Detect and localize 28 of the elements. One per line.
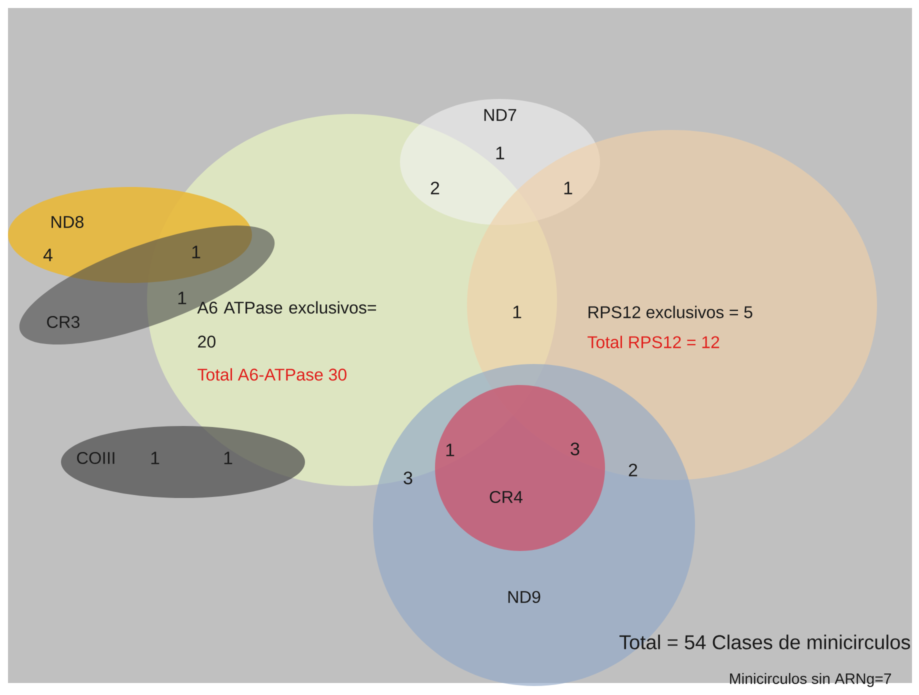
set-label: CR3 — [47, 316, 80, 328]
note-text: Minicirculos sin ARNg=7 — [730, 673, 891, 687]
count-label: 2 — [430, 182, 440, 194]
count-label: 1 — [564, 182, 572, 194]
set-label: ND7 — [484, 109, 516, 121]
set-label: A6 ATPase exclusivos= 20 — [197, 301, 376, 348]
count-label: 1 — [151, 452, 160, 464]
set-label: ND8 — [52, 216, 84, 228]
set-label: ND9 — [508, 590, 540, 604]
count-label: 3 — [570, 442, 580, 456]
venn-ellipse — [467, 130, 877, 480]
set-label: Total RPS12 = 12 — [588, 336, 720, 348]
set-label: Total A6-ATPase 30 — [198, 368, 346, 381]
count-label: 3 — [404, 472, 412, 484]
count-label: 1 — [446, 444, 454, 456]
set-label: CR4 — [490, 490, 522, 504]
count-label: 1 — [224, 452, 232, 464]
count-label: 4 — [43, 248, 52, 262]
count-label: 1 — [192, 246, 200, 258]
count-label: 1 — [513, 306, 522, 318]
set-label: RPS12 exclusivos = 5 — [588, 306, 752, 318]
set-label: COIII — [77, 452, 114, 464]
count-label: 2 — [628, 464, 638, 476]
venn-ellipse — [8, 187, 252, 283]
count-label: 1 — [496, 146, 504, 160]
note-text: Total = 54 Clases de minicirculos — [619, 634, 910, 650]
count-label: 1 — [178, 292, 186, 304]
venn-ellipse — [61, 426, 305, 498]
